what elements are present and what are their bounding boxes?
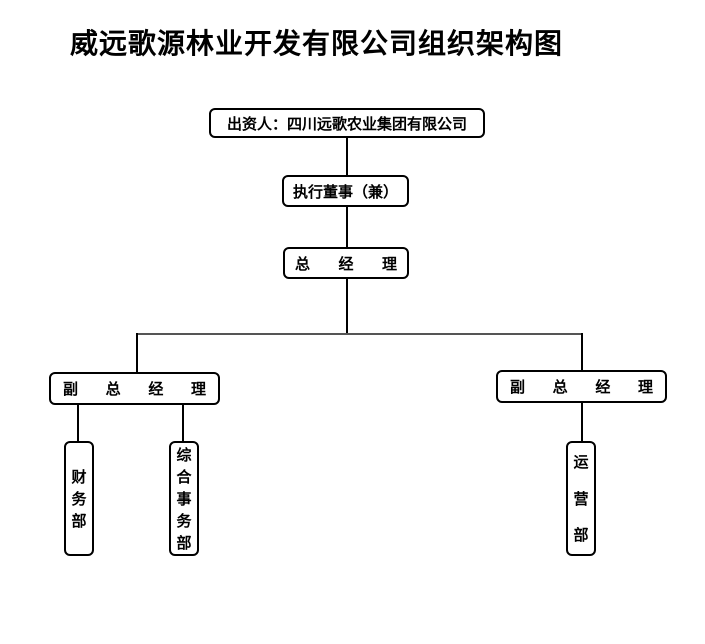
gm-char: 理	[381, 254, 397, 273]
node-executive-director: 执行董事（兼）	[282, 175, 409, 207]
deputy-right-char: 副	[510, 378, 526, 396]
node-finance-dept: 财 务 部	[64, 441, 94, 556]
finance-char: 部	[71, 511, 87, 530]
node-deputy-gm-left: 副 总 经 理	[49, 372, 220, 405]
finance-char: 财	[71, 467, 87, 486]
node-investor-label: 出资人：四川远歌农业集团有限公司	[226, 114, 467, 133]
chart-title: 威远歌源林业开发有限公司组织架构图	[70, 27, 564, 60]
deputy-left-char: 副	[63, 380, 79, 398]
connector-director-gm	[346, 206, 348, 248]
admin-char: 综	[176, 445, 192, 464]
node-deputy-gm-right: 副 总 经 理	[496, 370, 667, 403]
connector-horizontal-bus	[136, 333, 582, 335]
deputy-right-char: 理	[637, 378, 653, 396]
node-general-manager: 总 经 理	[283, 247, 409, 279]
node-investor: 出资人：四川远歌农业集团有限公司	[209, 108, 485, 138]
operations-char: 营	[573, 489, 589, 508]
admin-char: 务	[176, 511, 192, 530]
node-operations-dept: 运 营 部	[566, 441, 596, 556]
deputy-left-char: 经	[148, 380, 164, 398]
finance-char: 务	[71, 489, 87, 508]
admin-char: 合	[176, 467, 192, 486]
connector-gm-bus	[346, 278, 348, 333]
connector-bus-left-deputy	[136, 333, 138, 373]
connector-deputy-admin	[182, 404, 184, 442]
deputy-left-char: 总	[105, 380, 121, 398]
node-admin-dept: 综 合 事 务 部	[169, 441, 199, 556]
connector-deputy-finance	[77, 404, 79, 442]
admin-char: 事	[176, 489, 192, 508]
deputy-right-char: 经	[595, 378, 611, 396]
operations-char: 部	[573, 526, 589, 544]
admin-char: 部	[176, 533, 192, 552]
connector-deputy-operations	[581, 402, 583, 442]
deputy-right-char: 总	[552, 378, 568, 396]
deputy-left-char: 理	[190, 380, 206, 398]
gm-char: 总	[295, 254, 311, 273]
operations-char: 运	[573, 453, 589, 471]
connector-investor-director	[346, 137, 348, 177]
gm-char: 经	[338, 254, 354, 273]
node-executive-director-label: 执行董事（兼）	[292, 182, 398, 201]
connector-bus-right-deputy	[581, 333, 583, 371]
